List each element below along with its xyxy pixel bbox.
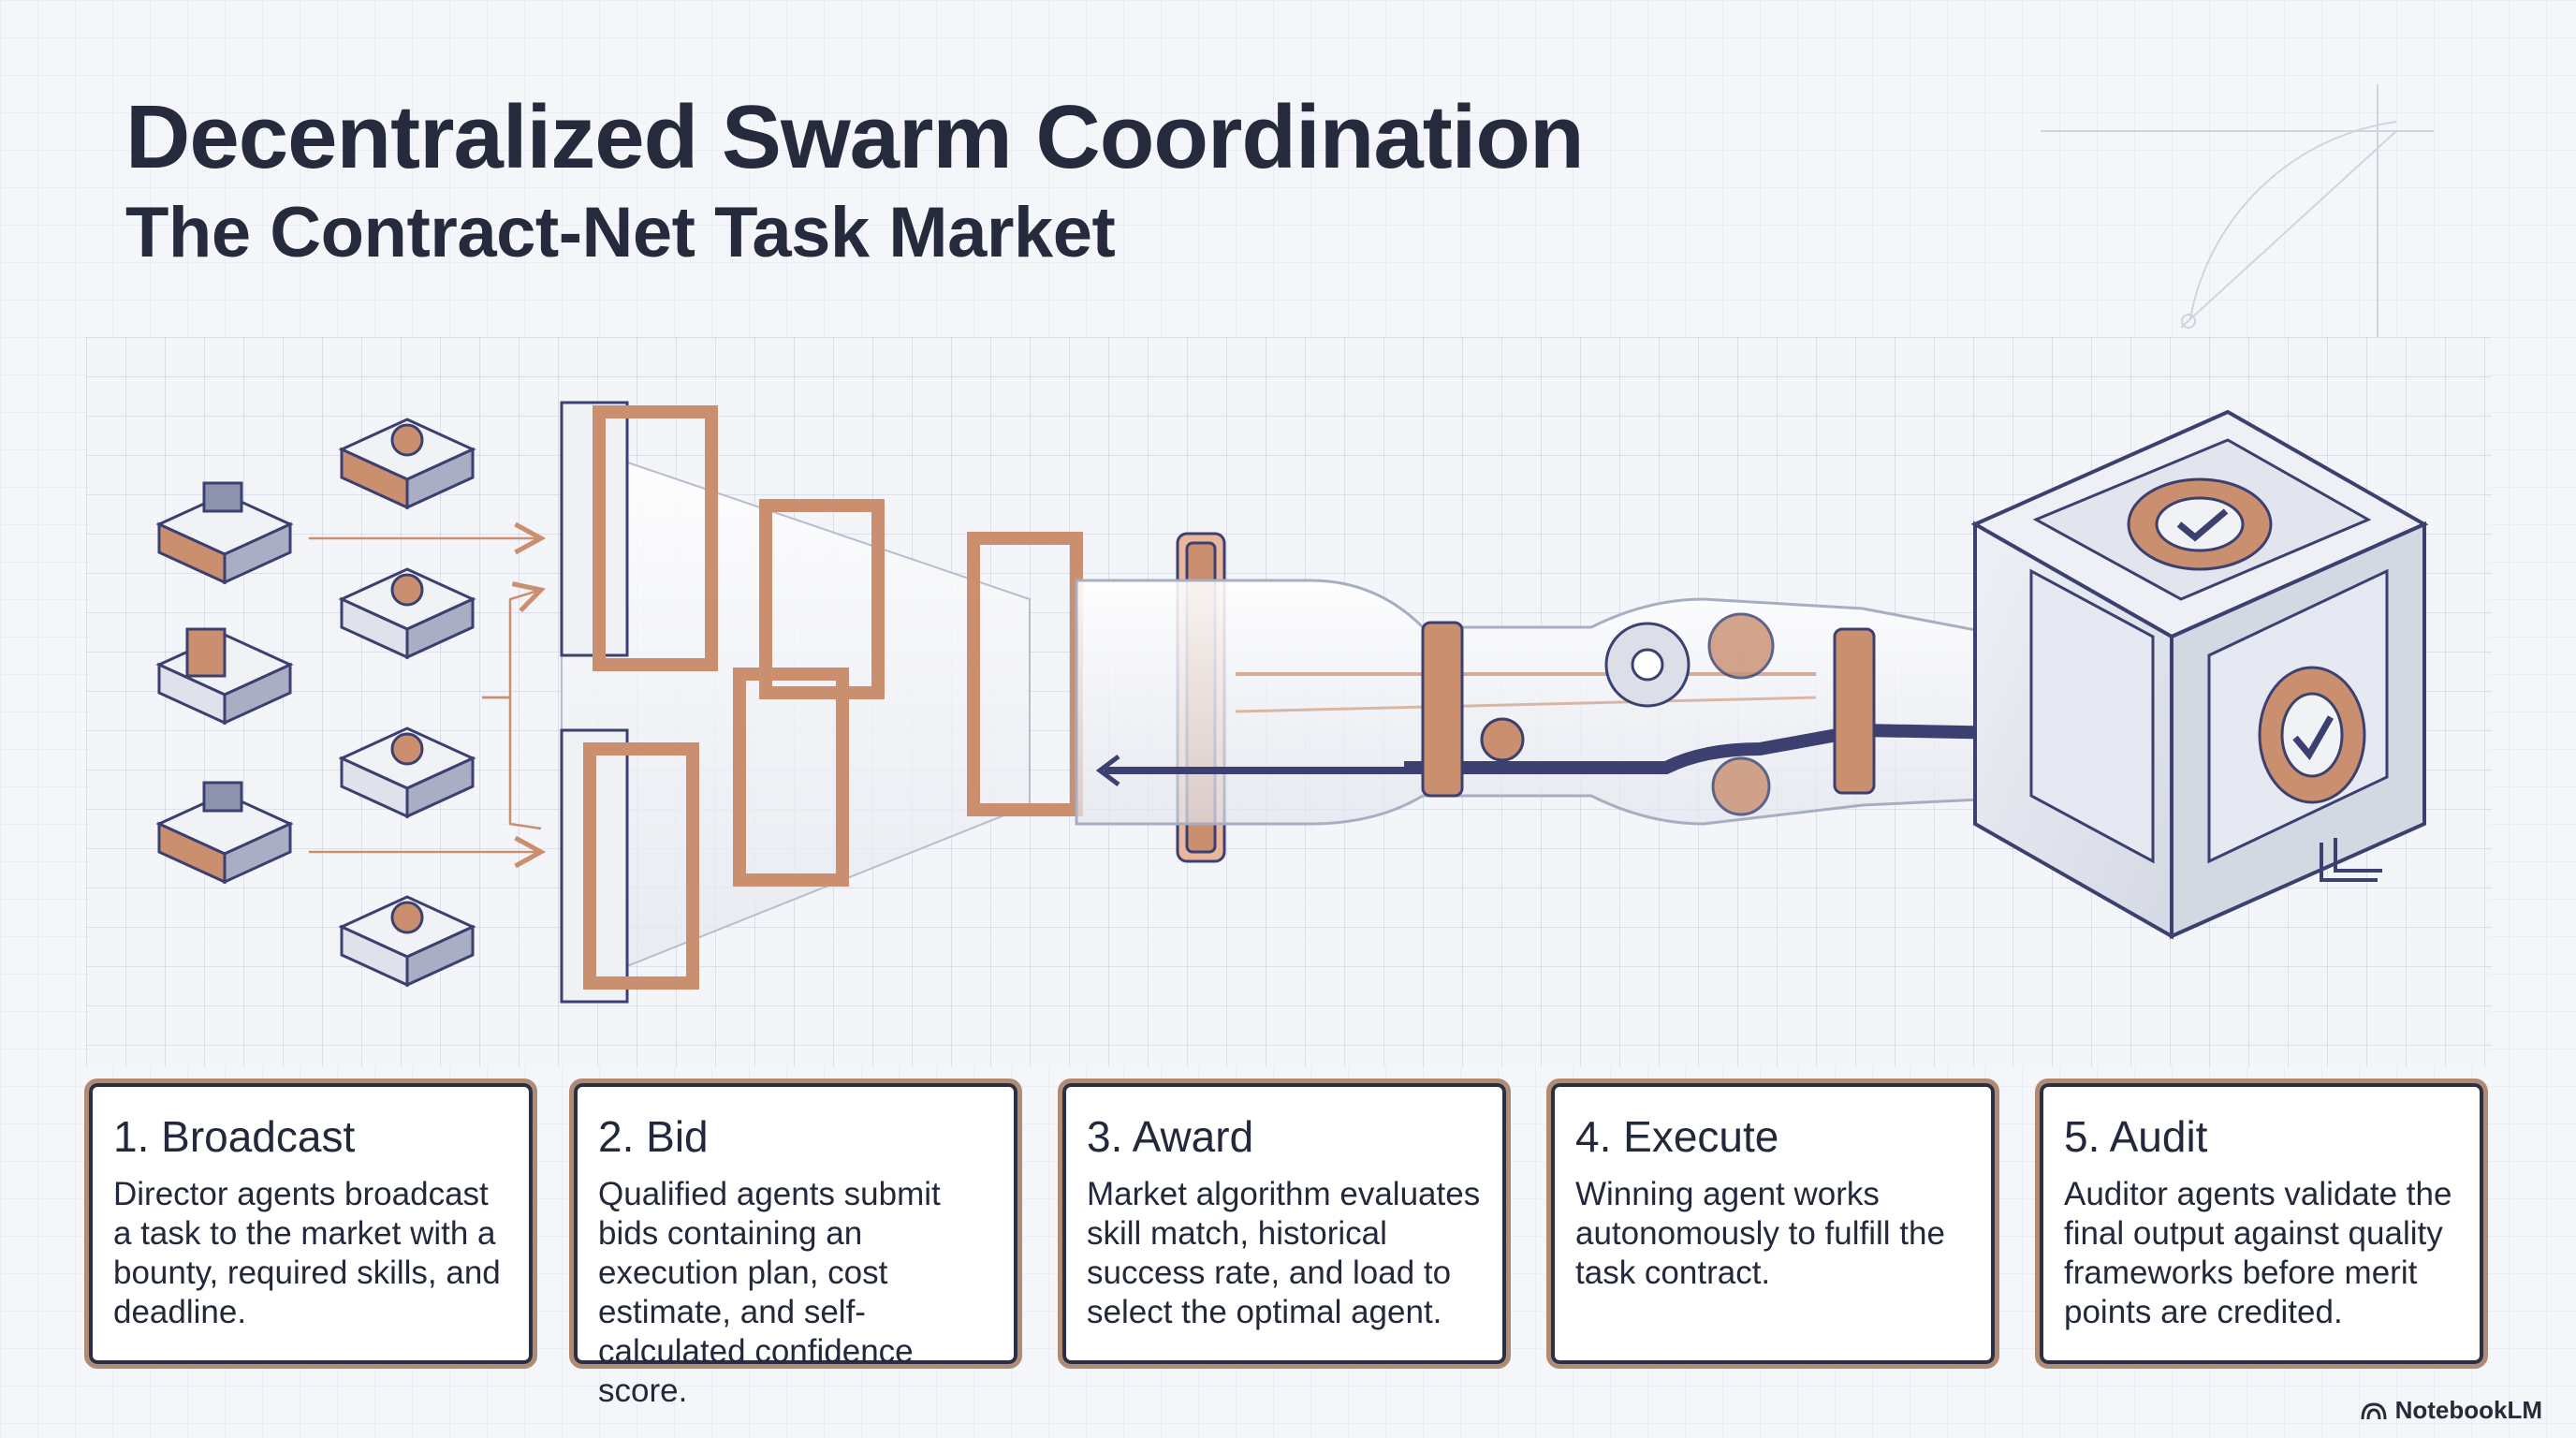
step-card-audit: 5. Audit Auditor agents validate the fin… xyxy=(2035,1078,2488,1369)
step-card-broadcast: 1. Broadcast Director agents broadcast a… xyxy=(84,1078,537,1369)
gear-icon xyxy=(1480,612,1775,816)
step-card-award: 3. Award Market algorithm evaluates skil… xyxy=(1058,1078,1511,1369)
checkmark-gear-icon-side xyxy=(2258,666,2366,804)
step-description: Auditor agents validate the final output… xyxy=(2064,1176,2452,1330)
page-subtitle: The Contract-Net Task Market xyxy=(125,193,1116,272)
step-description: Director agents broadcast a task to the … xyxy=(113,1176,501,1330)
director-agent-modules xyxy=(155,418,476,988)
step-title: 4. Execute xyxy=(1575,1112,1779,1161)
step-title: 1. Broadcast xyxy=(113,1112,356,1161)
checkmark-gear-icon xyxy=(2127,477,2273,571)
brand-watermark: NotebookLM xyxy=(2360,1396,2542,1425)
bid-funnel xyxy=(560,401,1083,1004)
agent-module-5 xyxy=(338,567,476,660)
frame-1 xyxy=(560,401,718,671)
agent-module-2 xyxy=(155,627,294,726)
agent-module-6 xyxy=(338,726,476,819)
frame-3 xyxy=(733,499,885,887)
agent-module-3 xyxy=(155,781,294,885)
page-title: Decentralized Swarm Coordination xyxy=(125,87,1585,187)
execution-pipe xyxy=(1075,579,2115,826)
drafting-guide-lines xyxy=(2041,84,2434,337)
cable-icon xyxy=(2320,838,2382,882)
agent-module-4 xyxy=(338,418,476,510)
step-card-bid: 2. Bid Qualified agents submit bids cont… xyxy=(569,1078,1022,1409)
step-title: 2. Bid xyxy=(598,1112,709,1161)
frame-2 xyxy=(560,728,699,1004)
step-description: Qualified agents submit bids containing … xyxy=(598,1176,941,1409)
step-card-execute: 4. Execute Winning agent works autonomou… xyxy=(1546,1078,1999,1369)
step-title: 3. Award xyxy=(1087,1112,1254,1161)
pipe-couplers xyxy=(1421,621,1876,798)
step-title: 5. Audit xyxy=(2064,1112,2208,1161)
agent-module-1 xyxy=(155,481,294,585)
brand-label: NotebookLM xyxy=(2394,1396,2542,1424)
notebooklm-logo-icon xyxy=(2361,1401,2387,1419)
step-description: Winning agent works autonomously to fulf… xyxy=(1575,1176,1945,1291)
broadcast-arrows xyxy=(309,538,541,852)
step-description: Market algorithm evaluates skill match, … xyxy=(1087,1176,1481,1330)
agent-module-7 xyxy=(338,895,476,988)
